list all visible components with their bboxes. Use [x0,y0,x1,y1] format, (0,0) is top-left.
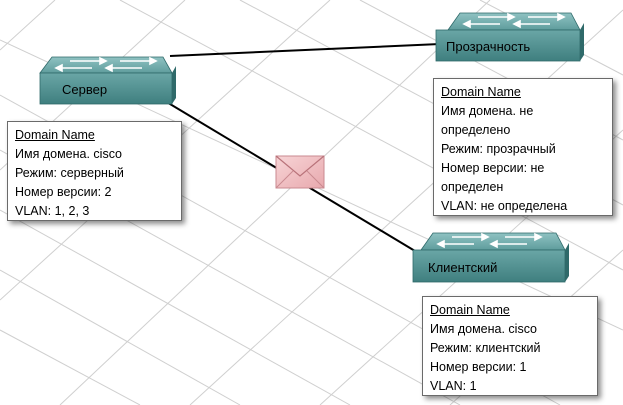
info-box-transparent: Domain Name Имя домена. не определено Ре… [433,78,613,216]
link-server-transparent [169,43,441,57]
info-box-title: Domain Name [441,85,521,99]
switch-label-server: Сервер [62,82,107,97]
switch-arrows-icon [462,12,566,29]
switch-client[interactable]: Клиентский [412,232,569,283]
info-box-title: Domain Name [430,303,510,317]
vlan-value: VLAN: 1 [430,379,477,393]
switch-label-transparent: Прозрачность [446,39,530,54]
version-value: Номер версии: 2 [15,185,112,199]
info-box-title: Domain Name [15,128,95,142]
switch-server[interactable]: Сервер [39,56,176,105]
switch-label-client: Клиентский [428,260,497,275]
switch-transparent[interactable]: Прозрачность [435,12,584,62]
links [149,43,441,255]
mode-value: Режим: серверный [15,166,124,180]
info-box-client: Domain Name Имя домена. cisco Режим: кли… [422,296,598,396]
switch-arrows-icon [436,232,543,249]
mode-value: Режим: прозрачный [441,142,556,156]
version-value: Номер версии: не определен [441,161,545,194]
vlan-value: VLAN: 1, 2, 3 [15,204,90,218]
domain-name-value: Имя домена. cisco [430,322,537,336]
envelope-icon [275,155,325,189]
domain-name-value: Имя домена. cisco [15,147,122,161]
switch-arrows-icon [54,56,158,73]
domain-name-value: Имя домена. не определено [441,104,534,137]
vlan-value: VLAN: не определена [441,199,568,213]
info-box-server: Domain Name Имя домена. cisco Режим: сер… [7,121,182,221]
mode-value: Режим: клиентский [430,341,541,355]
version-value: Номер версии: 1 [430,360,527,374]
